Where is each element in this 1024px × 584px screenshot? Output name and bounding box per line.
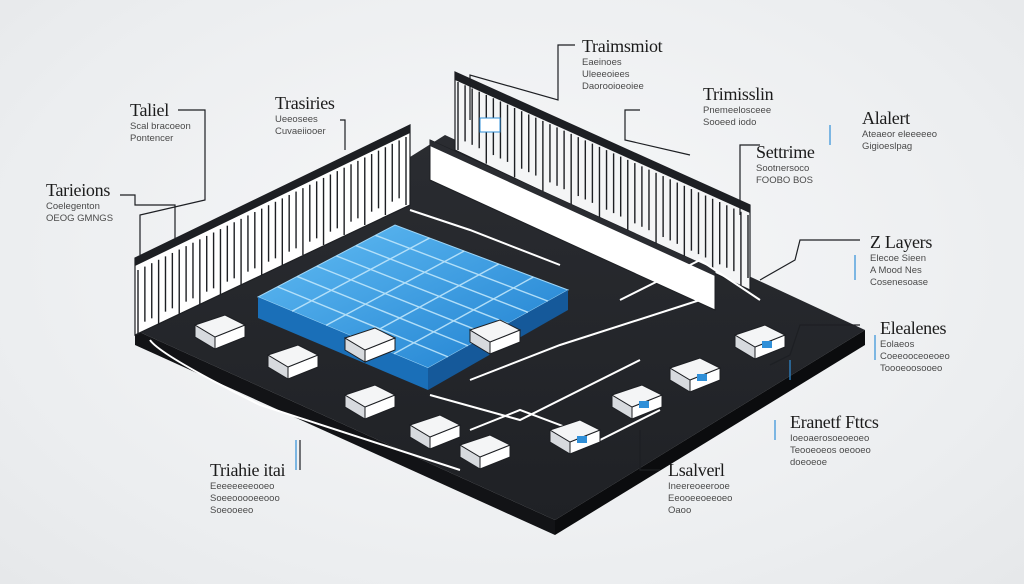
callout-line: Cosenesoase	[870, 277, 929, 288]
callout-line: Daorooioeoiee	[582, 81, 644, 92]
callout-title: Triahie itai	[210, 460, 286, 480]
callout-line: Elecoe Sieen	[870, 253, 926, 264]
callout-title: Traimsmiot	[582, 36, 663, 56]
callout-line: OEOG GMNGS	[46, 213, 114, 224]
callout-traimsmiot: Traimsmiot Eaeinoes Uleeeoiees Daorooioe…	[582, 36, 663, 93]
callout-line: Ioeoaerosoeoeoeo	[790, 433, 870, 444]
callout-title: Tarieions	[46, 180, 111, 200]
device-module	[343, 327, 397, 363]
callout-title: Taliel	[130, 100, 169, 120]
callout-tarieions: Tarieions Coelegenton OEOG GMNGS	[46, 180, 113, 225]
callout-elealenes: Elealenes Eolaeos Coeeooceoeoeo Toooeoos…	[880, 318, 950, 375]
callout-line: A Mood Nes	[870, 265, 922, 276]
callout-title: Elealenes	[880, 318, 947, 338]
device-module	[548, 419, 602, 455]
device-module	[343, 384, 397, 420]
callout-triahieitai: Triahie itai Eeeeeeeeooeo Soeeooooeeooo …	[210, 460, 286, 517]
callout-line: Gigioeslpag	[862, 141, 913, 152]
callout-title: Alalert	[862, 108, 910, 128]
callout-title: Eranetf Fttcs	[790, 412, 879, 432]
callout-alalert: Alalert Ateaeor eleeeeeo Gigioeslpag	[862, 108, 937, 153]
device-module	[468, 319, 522, 355]
left-rack-wall	[134, 124, 411, 336]
callout-line: Oaoo	[668, 505, 692, 516]
callout-title: Lsalverl	[668, 460, 725, 480]
leader-accents	[295, 125, 876, 470]
device-module	[733, 324, 787, 360]
callout-title: Z Layers	[870, 232, 933, 252]
callout-line: Eeeeeeeeooeo	[210, 481, 275, 492]
callout-line: Ueeosees	[275, 114, 318, 125]
callout-line: Ateaeor eleeeeeo	[862, 129, 938, 140]
device-module	[458, 434, 512, 470]
callout-title: Trasiries	[275, 93, 335, 113]
callout-taliel: Taliel Scal bracoeon Pontencer	[130, 100, 191, 145]
callout-line: Soeeooooeeooo	[210, 493, 280, 504]
cables	[149, 209, 761, 471]
device-module	[668, 357, 722, 393]
callout-zlayers: Z Layers Elecoe Sieen A Mood Nes Cosenes…	[870, 232, 932, 289]
callout-line: Uleeeoiees	[582, 69, 630, 80]
callout-line: doeoeoe	[790, 457, 827, 468]
inner-rack-row	[429, 139, 716, 311]
callout-line: Pnemeelosceee	[703, 105, 772, 116]
callout-title: Settrime	[756, 142, 815, 162]
leader-lines	[120, 44, 860, 471]
callout-line: Soeooeeo	[210, 505, 254, 516]
callout-line: Pontencer	[130, 133, 174, 144]
callout-line: Cuvaeiiooer	[275, 126, 326, 137]
callout-eranetffttcs: Eranetf Fttcs Ioeoaerosoeoeoeo Teooeoeos…	[790, 412, 879, 469]
callout-settrime: Settrime Sootnersoco FOOBO BOS	[756, 142, 815, 187]
device-module	[193, 314, 247, 350]
callout-title: Trimisslin	[703, 84, 774, 104]
callout-trasiries: Trasiries Ueeosees Cuvaeiiooer	[275, 93, 335, 138]
callout-line: Coeeooceoeoeo	[880, 351, 950, 362]
callout-lsalverl: Lsalverl Ineereoeerooe Eeooeeoeeoeo Oaoo	[668, 460, 732, 517]
callout-line: Coelegenton	[46, 201, 100, 212]
callout-line: Ineereoeerooe	[668, 481, 730, 492]
callout-line: Eeooeeoeeoeo	[668, 493, 733, 504]
callout-trimisslin: Trimisslin Pnemeelosceee Sooeed iodo	[703, 84, 774, 129]
device-module	[266, 344, 320, 380]
callout-line: FOOBO BOS	[756, 175, 814, 186]
right-rack-wall	[454, 71, 751, 291]
callout-line: Scal bracoeon	[130, 121, 191, 132]
device-module	[610, 384, 664, 420]
device-modules	[193, 314, 787, 470]
device-module	[408, 414, 462, 450]
callout-line: Eolaeos	[880, 339, 915, 350]
callout-line: Sooeed iodo	[703, 117, 757, 128]
callout-line: Sootnersoco	[756, 163, 810, 174]
callout-line: Toooeoosooeo	[880, 363, 943, 374]
callout-line: Eaeinoes	[582, 57, 622, 68]
callout-line: Teooeoeos oeooeo	[790, 445, 871, 456]
